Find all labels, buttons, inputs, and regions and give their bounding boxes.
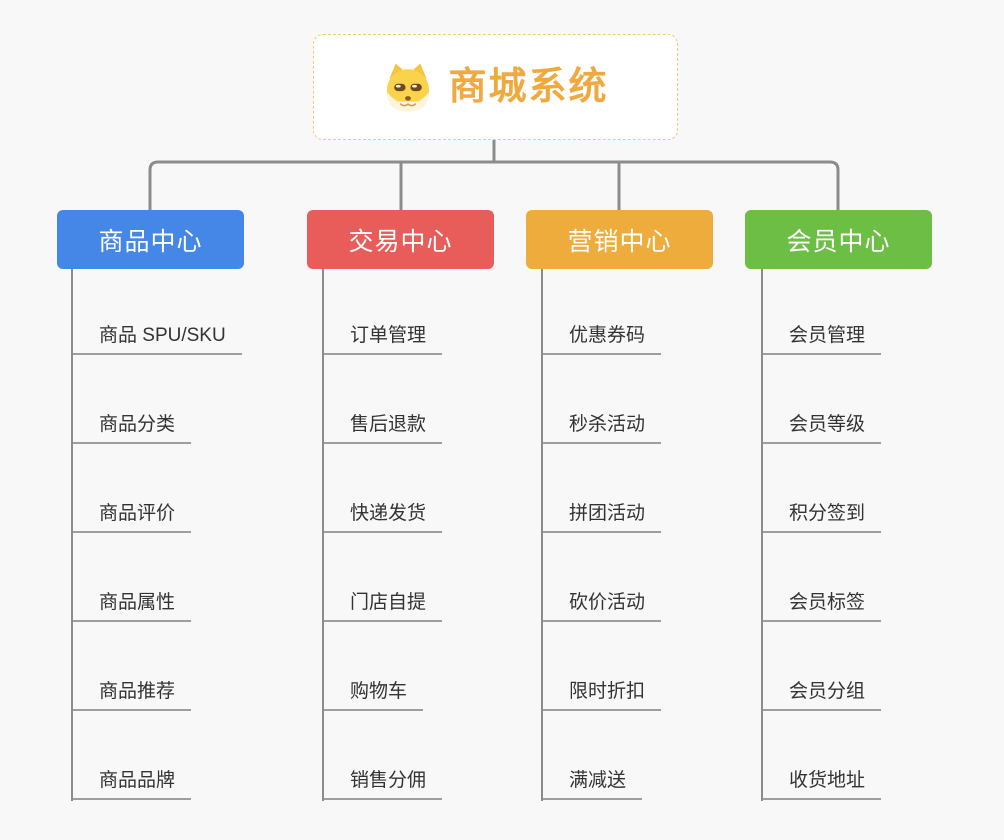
leaf-node[interactable]: 拼团活动	[543, 495, 662, 533]
branch-node-product-center[interactable]: 商品中心	[57, 210, 244, 269]
branch-node-marketing-center[interactable]: 营销中心	[526, 210, 713, 269]
branch-trunk-marketing: 优惠券码 秒杀活动 拼团活动 砍价活动 限时折扣 满减送	[541, 269, 662, 801]
leaf-node[interactable]: 商品品牌	[73, 762, 192, 800]
leaf-node[interactable]: 会员管理	[763, 317, 882, 355]
leaf-node[interactable]: 商品评价	[73, 495, 192, 533]
leaf-node[interactable]: 门店自提	[324, 584, 443, 622]
root-node[interactable]: 商城系统	[313, 34, 678, 140]
leaf-node[interactable]: 会员标签	[763, 584, 882, 622]
leaf-node[interactable]: 满减送	[543, 762, 643, 800]
leaf-node[interactable]: 砍价活动	[543, 584, 662, 622]
branch-node-trade-center[interactable]: 交易中心	[307, 210, 494, 269]
leaf-node[interactable]: 优惠券码	[543, 317, 662, 355]
branch-trunk-trade: 订单管理 售后退款 快递发货 门店自提 购物车 销售分佣	[322, 269, 443, 801]
leaf-node[interactable]: 秒杀活动	[543, 406, 662, 444]
leaf-node[interactable]: 购物车	[324, 673, 424, 711]
leaf-node[interactable]: 会员分组	[763, 673, 882, 711]
leaf-node[interactable]: 售后退款	[324, 406, 443, 444]
leaf-node[interactable]: 快递发货	[324, 495, 443, 533]
branch-node-member-center[interactable]: 会员中心	[745, 210, 932, 269]
leaf-node[interactable]: 积分签到	[763, 495, 882, 533]
leaf-node[interactable]: 商品推荐	[73, 673, 192, 711]
leaf-node[interactable]: 商品分类	[73, 406, 192, 444]
branch-trunk-member: 会员管理 会员等级 积分签到 会员标签 会员分组 收货地址	[761, 269, 882, 801]
leaf-node[interactable]: 收货地址	[763, 762, 882, 800]
branch-label: 营销中心	[567, 227, 672, 256]
leaf-node[interactable]: 销售分佣	[324, 762, 443, 800]
leaf-node[interactable]: 订单管理	[324, 317, 443, 355]
leaf-node[interactable]: 商品属性	[73, 584, 192, 622]
leaf-node[interactable]: 限时折扣	[543, 673, 662, 711]
shiba-dog-icon	[387, 63, 430, 112]
leaf-node[interactable]: 商品 SPU/SKU	[73, 317, 242, 355]
branch-label: 商品中心	[98, 227, 203, 256]
branch-trunk-product: 商品 SPU/SKU 商品分类 商品评价 商品属性 商品推荐 商品品牌	[71, 269, 242, 801]
leaf-node[interactable]: 会员等级	[763, 406, 882, 444]
branch-label: 交易中心	[348, 227, 453, 256]
root-node-label: 商城系统	[448, 66, 609, 108]
branch-label: 会员中心	[786, 227, 891, 256]
